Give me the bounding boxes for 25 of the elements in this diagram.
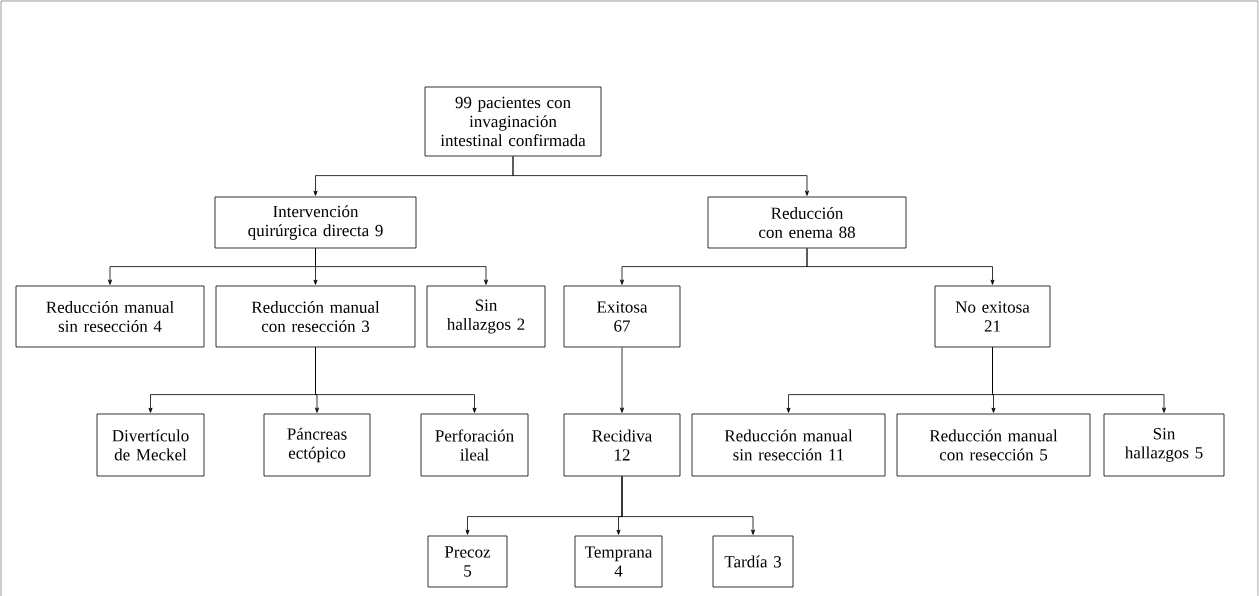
flow-box: Temprana 4 [574,535,663,588]
flow-box: Tardía 3 [712,535,794,588]
flow-box: Reducción manual sin resección 4 [15,285,205,348]
arrow [621,476,755,535]
flow-box: Exitosa 67 [563,285,681,348]
flow-box: Reducción manual con resección 3 [215,285,416,348]
arrow [992,347,1166,413]
flow-box: Intervención quirúrgica directa 9 [214,196,417,249]
flow-box: No exitosa 21 [934,285,1051,348]
flow-box: Reducción manual con resección 5 [896,413,1091,477]
flow-box: Reducción con enema 88 [707,196,907,249]
flow-box: 99 pacientes con invaginación intestinal confirmada [424,86,602,157]
flow-box: Sin hallazgos 2 [426,285,546,348]
arrow [315,347,477,413]
flow-box: Perforación ileal [420,413,529,477]
flow-box: Páncreas ectópico [263,413,371,477]
arrow [512,156,809,196]
flow-box: Precoz 5 [427,535,508,588]
arrow [315,248,488,285]
flow-box: Reducción manual sin resección 11 [691,413,886,477]
flow-box: Recidiva 12 [563,413,681,477]
flow-box: Sin hallazgos 5 [1103,413,1225,477]
arrow [620,347,624,413]
arrow [806,248,995,285]
flow-box: Divertículo de Meckel [96,413,205,477]
